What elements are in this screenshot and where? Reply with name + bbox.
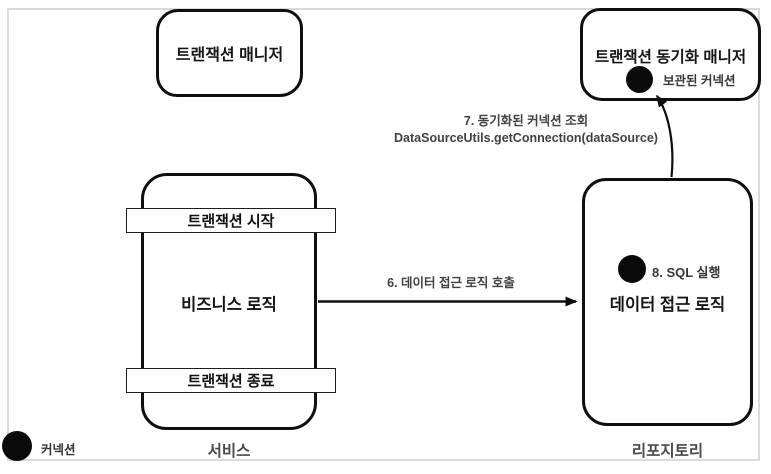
connection-dot-icon: [618, 255, 646, 283]
connection-dot-icon: [626, 66, 653, 93]
transaction-manager-label: 트랜잭션 매니저: [175, 47, 284, 64]
repository-caption: 리포지토리: [631, 443, 704, 460]
connection-dot-icon: [2, 431, 32, 461]
diagram-frame: [7, 8, 760, 461]
sync-manager-label: 트랜잭션 동기화 매니저: [594, 49, 747, 66]
stored-connection-label: 보관된 커넥션: [663, 74, 736, 88]
node-transaction-sync-manager: 트랜잭션 동기화 매니저: [580, 8, 761, 101]
node-repository: [582, 178, 753, 426]
transaction-start-label: 트랜잭션 시작: [187, 213, 275, 230]
lookup-arrow-label-line2: DataSourceUtils.getConnection(dataSource…: [394, 130, 658, 145]
node-transaction-manager: 트랜잭션 매니저: [156, 9, 303, 97]
transaction-end-label: 트랜잭션 종료: [187, 373, 275, 390]
lookup-arrow-label: 7. 동기화된 커넥션 조회 DataSourceUtils.getConnec…: [384, 113, 668, 146]
sql-exec-label: 8. SQL 실행: [652, 265, 721, 280]
service-caption: 서비스: [207, 443, 251, 460]
legend-connection-label: 커넥션: [41, 443, 76, 457]
business-logic-label: 비즈니스 로직: [181, 296, 277, 314]
transaction-end-bar: 트랜잭션 종료: [126, 368, 336, 393]
transaction-start-bar: 트랜잭션 시작: [126, 208, 336, 233]
call-arrow-label: 6. 데이터 접근 로직 호출: [387, 276, 515, 290]
lookup-arrow-label-line1: 7. 동기화된 커넥션 조회: [463, 114, 589, 128]
data-access-logic-label: 데이터 접근 로직: [609, 296, 726, 314]
